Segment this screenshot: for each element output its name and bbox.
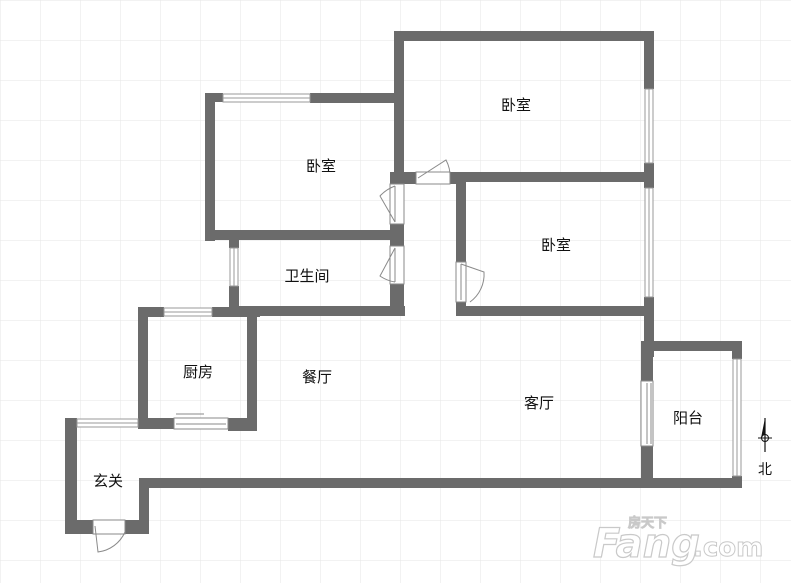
room-label-entrance: 玄关 bbox=[93, 472, 123, 490]
room-label-bedroom-left: 卧室 bbox=[306, 157, 336, 175]
watermark-brand-main: Fang bbox=[593, 521, 700, 567]
room-label-balcony: 阳台 bbox=[673, 409, 703, 427]
doors bbox=[92, 159, 654, 553]
door-bedroom-middle bbox=[455, 261, 485, 303]
wall bbox=[644, 31, 654, 89]
wall bbox=[394, 31, 404, 184]
wall bbox=[456, 306, 654, 316]
door-bedroom-top bbox=[415, 159, 451, 185]
walls bbox=[65, 31, 742, 534]
wall bbox=[229, 306, 405, 316]
north-compass: 北 bbox=[758, 418, 772, 478]
room-label-dining: 餐厅 bbox=[302, 368, 332, 386]
room-label-bedroom-top: 卧室 bbox=[501, 96, 531, 114]
wall bbox=[138, 307, 148, 429]
watermark-brand-domain: .com bbox=[693, 533, 763, 563]
wall bbox=[732, 341, 742, 359]
wall bbox=[65, 418, 77, 534]
room-label-bedroom-middle: 卧室 bbox=[541, 236, 571, 254]
wall bbox=[229, 240, 239, 248]
wall bbox=[139, 478, 742, 488]
wall bbox=[138, 307, 164, 317]
door-balcony bbox=[640, 380, 654, 447]
door-entrance bbox=[92, 519, 126, 553]
wall bbox=[641, 446, 653, 488]
wall bbox=[732, 476, 742, 488]
wall bbox=[205, 93, 215, 241]
watermark-brand-cn: 房天下 bbox=[628, 515, 667, 531]
wall bbox=[644, 297, 654, 357]
wall bbox=[456, 172, 466, 262]
wall bbox=[390, 172, 404, 184]
wall bbox=[390, 284, 404, 314]
wall bbox=[644, 341, 742, 351]
wall bbox=[212, 307, 260, 317]
wall bbox=[641, 341, 653, 381]
wall bbox=[138, 418, 174, 429]
door-bedroom-left bbox=[379, 183, 405, 225]
wall bbox=[456, 172, 654, 182]
wall bbox=[310, 93, 404, 103]
windows bbox=[76, 88, 742, 477]
wall bbox=[228, 418, 257, 431]
door-bathroom bbox=[379, 245, 405, 285]
wall bbox=[139, 478, 149, 534]
wall bbox=[205, 230, 399, 240]
compass-label: 北 bbox=[758, 462, 772, 478]
wall bbox=[65, 520, 93, 534]
door-kitchen bbox=[173, 413, 229, 430]
wall bbox=[390, 224, 404, 246]
wall bbox=[450, 172, 466, 184]
room-label-bathroom: 卫生间 bbox=[284, 267, 329, 285]
wall bbox=[404, 172, 416, 184]
wall bbox=[394, 31, 654, 41]
room-label-living: 客厅 bbox=[524, 394, 554, 412]
watermark-logo: 房天下 Fang .com bbox=[592, 515, 763, 568]
wall bbox=[229, 286, 239, 310]
wall bbox=[247, 307, 257, 431]
room-label-kitchen: 厨房 bbox=[183, 363, 213, 381]
